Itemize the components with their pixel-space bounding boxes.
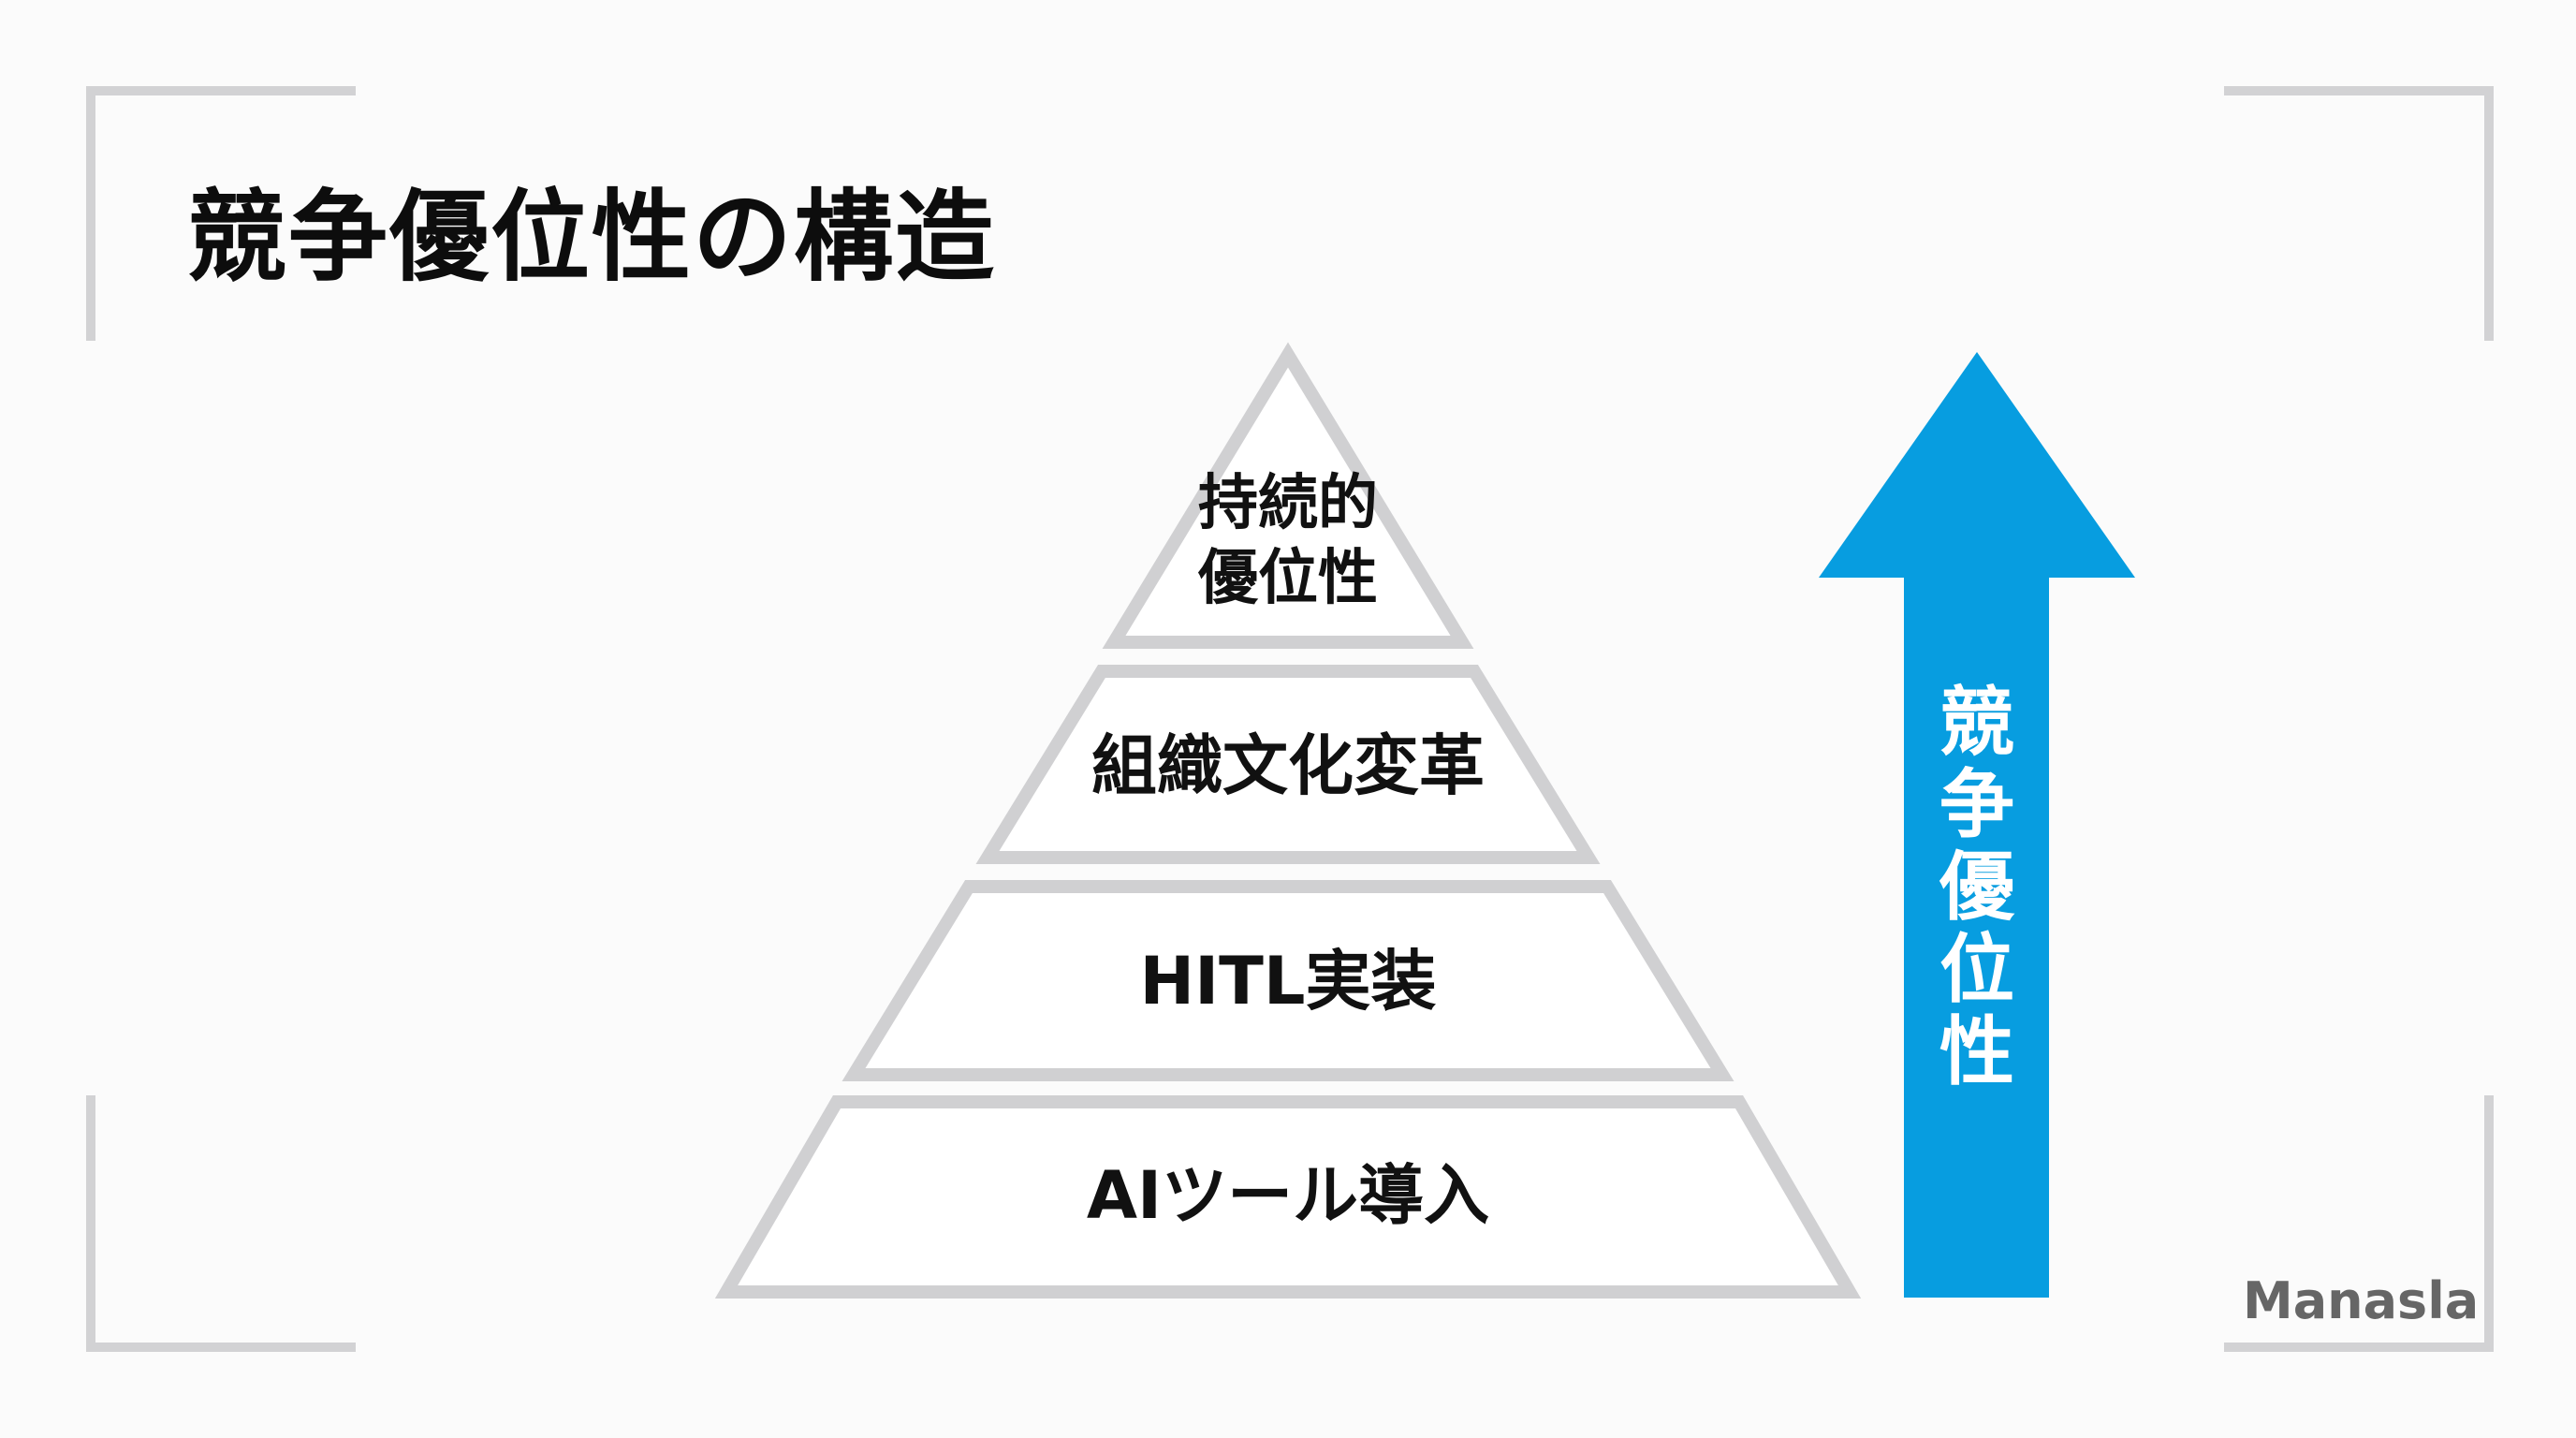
bracket-line <box>2484 1095 2494 1352</box>
pyramid-layer-3-label: 組織文化変革 <box>1091 727 1485 804</box>
pyramid-layer-2: HITL実装 <box>1140 941 1437 1021</box>
bracket-line <box>86 1095 95 1352</box>
bracket-line <box>86 1343 356 1352</box>
page-title: 競争優位性の構造 <box>187 180 996 295</box>
bracket-line <box>2224 1343 2494 1352</box>
pyramid-layer-top-label-line2: 優位性 <box>1198 544 1378 613</box>
arrow-up-icon <box>1819 352 2135 1298</box>
pyramid-layer-top-shape <box>1102 342 1474 649</box>
pyramid-layer-top: 持続的 優位性 <box>1198 466 1378 616</box>
pyramid-layer-2-shape <box>842 880 1734 1081</box>
pyramid-layer-3-shape <box>975 665 1601 864</box>
bracket-line <box>2484 86 2494 341</box>
pyramid-layer-1-label: AIツール導入 <box>1086 1157 1490 1234</box>
pyramid-layer-3: 組織文化変革 <box>1091 726 1485 806</box>
arrow-label: 競争優位性 <box>1939 679 2014 1095</box>
bracket-line <box>86 86 356 95</box>
pyramid-layer-1: AIツール導入 <box>1087 1155 1489 1236</box>
bracket-line <box>2224 86 2494 95</box>
pyramid-layer-1-shape <box>714 1095 1862 1299</box>
bracket-line <box>86 86 95 341</box>
brand-logo-text: Manasla <box>2243 1271 2480 1330</box>
pyramid-layer-2-label: HITL実装 <box>1139 943 1437 1020</box>
pyramid-layer-top-label-line1: 持続的 <box>1198 469 1378 538</box>
